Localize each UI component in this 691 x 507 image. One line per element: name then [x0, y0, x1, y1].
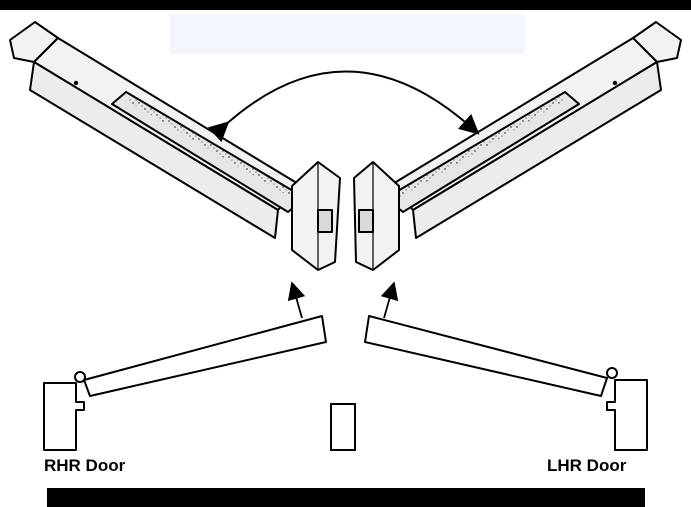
rhr-direction-arrow: [287, 281, 306, 319]
right-device-lower-body: [412, 61, 662, 239]
rhr-hinge: [74, 371, 86, 383]
rhr-door-leaf: [83, 315, 327, 397]
lhr-hinge: [606, 367, 618, 379]
center-strike-block: [330, 403, 356, 451]
blank-title-area: [170, 14, 525, 54]
lhr-door-plan: [364, 315, 648, 451]
swing-arc-arrow: [207, 70, 480, 143]
right-exit-device: [353, 21, 682, 271]
rhr-door-label: RHR Door: [44, 456, 126, 475]
lhr-door-label: LHR Door: [547, 456, 627, 475]
top-border-band: [0, 0, 691, 10]
rhr-door-plan: [43, 315, 327, 451]
lhr-door-leaf: [364, 315, 608, 397]
left-device-lower-body: [29, 61, 279, 239]
lhr-door-frame: [606, 379, 648, 451]
bottom-border-band: [47, 488, 645, 507]
left-exit-device: [9, 21, 341, 271]
rhr-door-frame: [43, 382, 85, 451]
lhr-direction-arrow: [380, 281, 399, 319]
